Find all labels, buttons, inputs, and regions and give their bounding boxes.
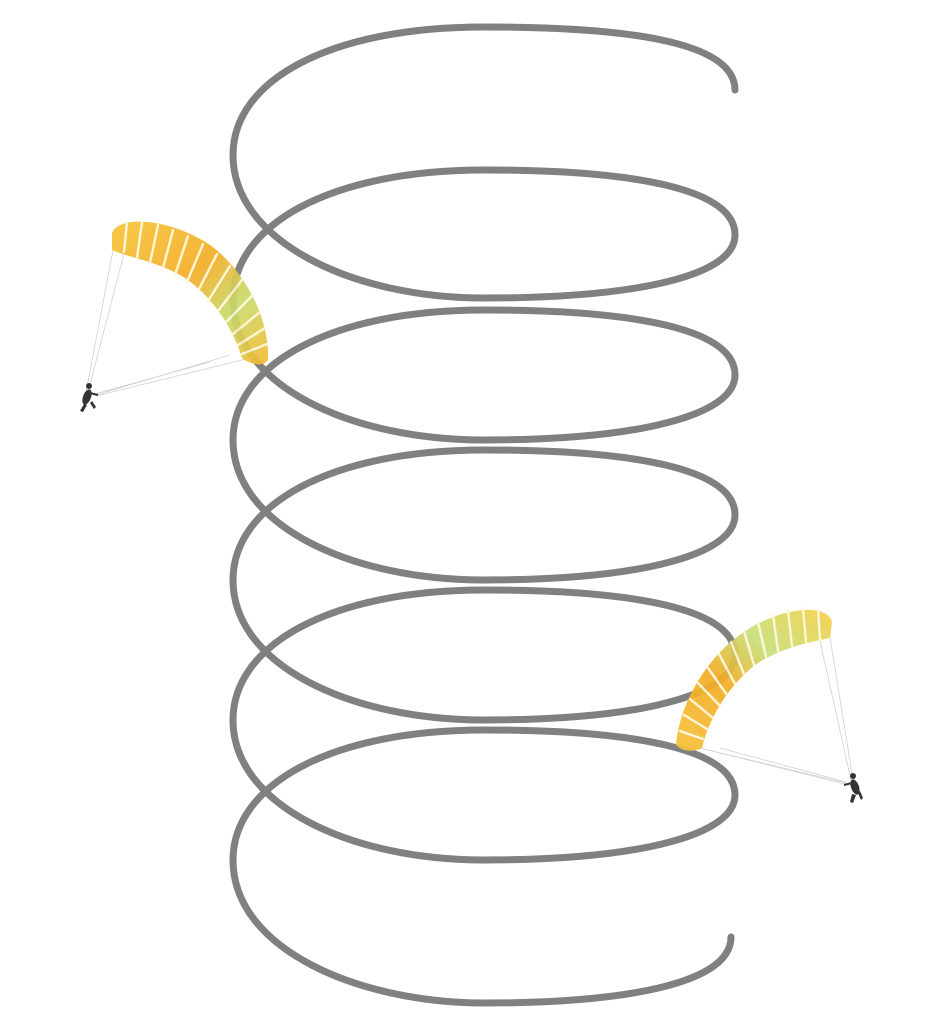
pilot-figure — [80, 383, 99, 412]
canopy — [676, 606, 832, 751]
suspension-lines — [85, 239, 251, 397]
pilot-figure — [843, 773, 863, 803]
suspension-lines — [687, 624, 854, 785]
helix-flight-path — [229, 23, 739, 1007]
canopy — [112, 220, 269, 365]
paraglider-right — [676, 606, 863, 803]
paraglider-left — [80, 220, 269, 412]
